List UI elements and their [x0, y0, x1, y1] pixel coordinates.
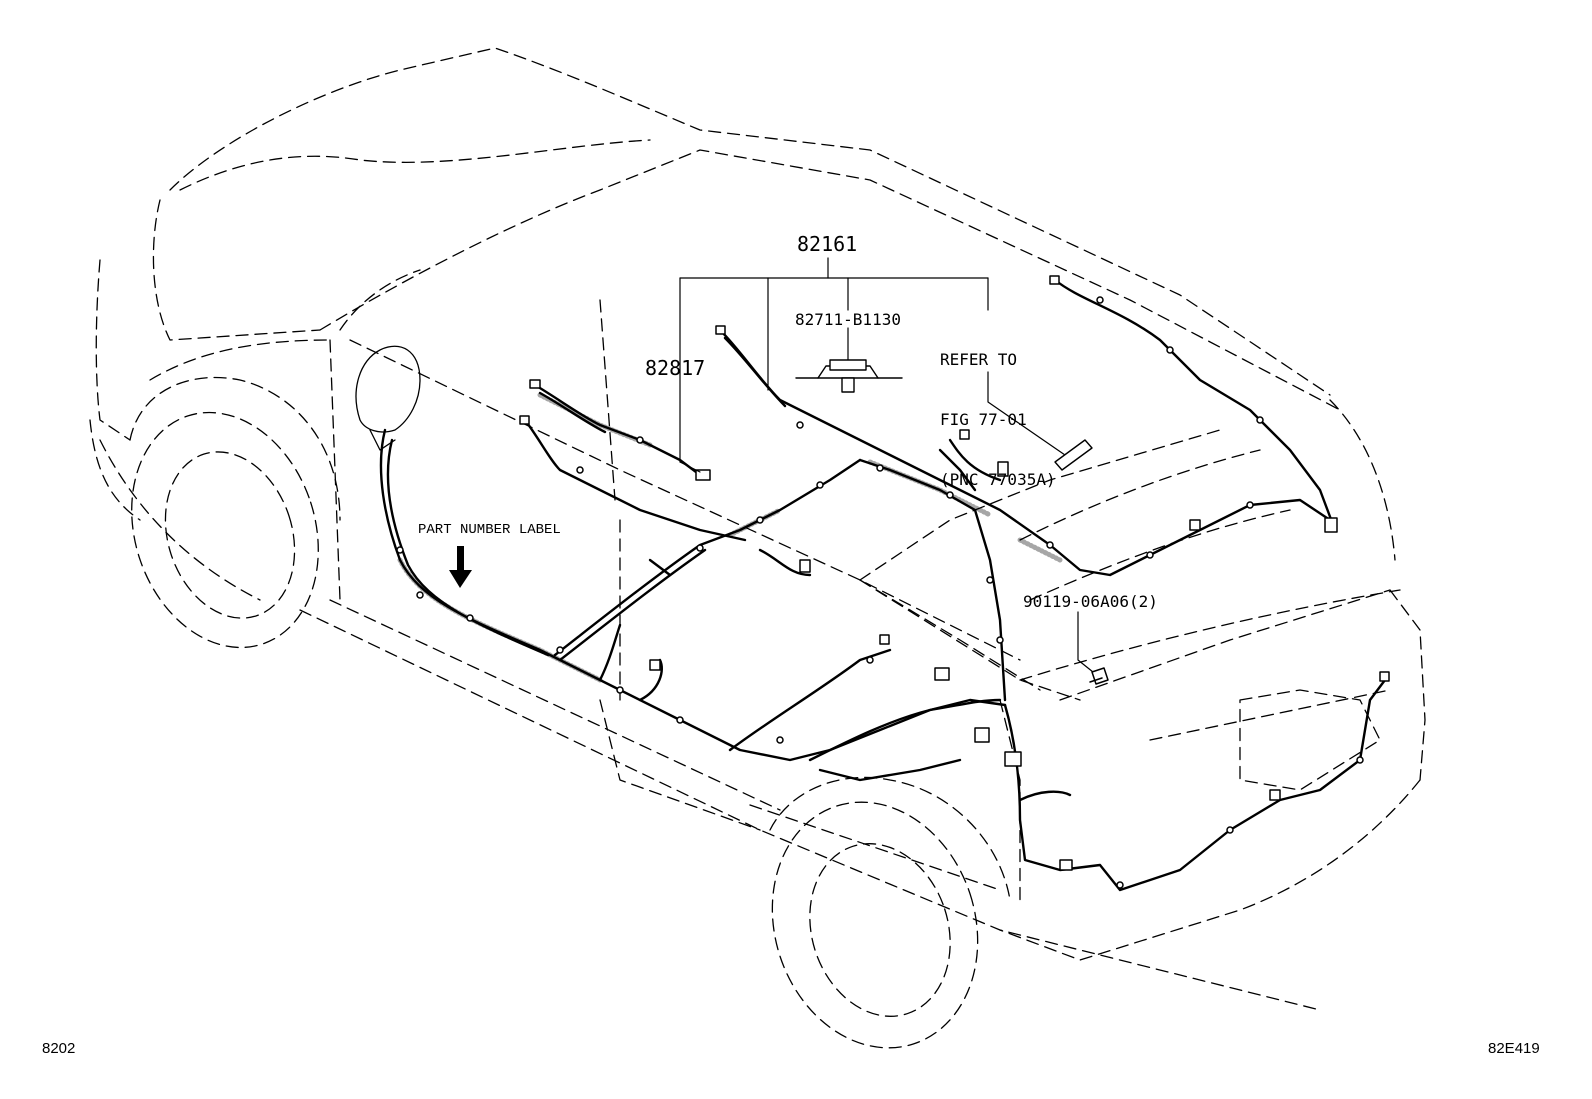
bolt-icon: [1089, 667, 1109, 685]
leader-lines: [679, 257, 1099, 677]
refer-component-icon: [1054, 439, 1093, 471]
callout-bolt-number: 90119-06A06(2): [1023, 592, 1158, 611]
rear-wheel: [129, 376, 341, 649]
drawing-code: 82E419: [1488, 1040, 1540, 1057]
harness-clips: [396, 296, 1364, 889]
harness-connectors: [519, 275, 1390, 871]
callout-sub-harness-number: 82817: [645, 356, 706, 380]
harness-tape-shading: [397, 392, 1063, 683]
part-number-label-note: PART NUMBER LABEL: [418, 522, 561, 538]
refer-to-line-1: REFER TO: [940, 350, 1018, 369]
down-arrow-icon: [449, 546, 472, 588]
vehicle-body-outline: [89, 47, 1426, 1011]
wire-harness: [379, 278, 1387, 892]
refer-to-line-2: FIG 77-01: [940, 410, 1027, 429]
callout-part-label-number: 82711-B1130: [795, 310, 901, 329]
figure-number: 8202: [42, 1040, 76, 1057]
front-wheel: [769, 776, 1011, 1049]
refer-to-note: REFER TO FIG 77-01 (PNC 77035A): [940, 310, 1056, 510]
callout-assembly-number: 82161: [797, 232, 858, 256]
part-number-label-icon: [795, 359, 903, 393]
mirror-outline: [355, 345, 421, 451]
refer-to-line-3: (PNC 77035A): [940, 470, 1056, 489]
